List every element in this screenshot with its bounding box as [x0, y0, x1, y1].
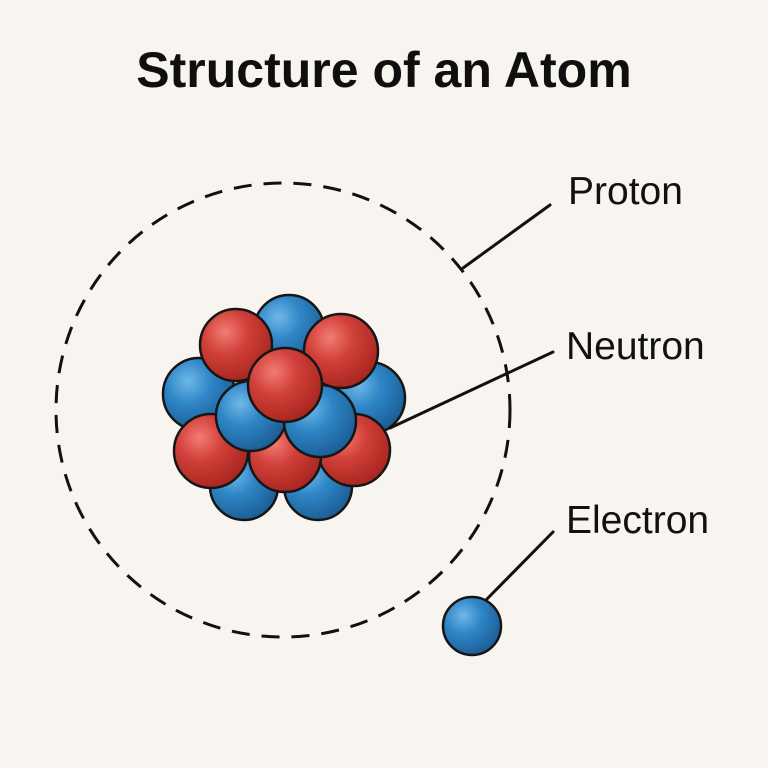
electron-leader-line [485, 530, 555, 601]
electron-particle [441, 595, 503, 657]
proton-label: Proton [568, 170, 683, 213]
proton-leader-line [461, 203, 552, 270]
electron-orbit [54, 181, 512, 639]
proton-particle [246, 346, 324, 424]
neutron-leader-line [388, 350, 555, 430]
electron-label: Electron [566, 499, 709, 542]
diagram-title: Structure of an Atom [136, 42, 631, 98]
nucleus [161, 293, 407, 522]
neutron-label: Neutron [566, 325, 705, 368]
proton-particle [302, 312, 380, 390]
